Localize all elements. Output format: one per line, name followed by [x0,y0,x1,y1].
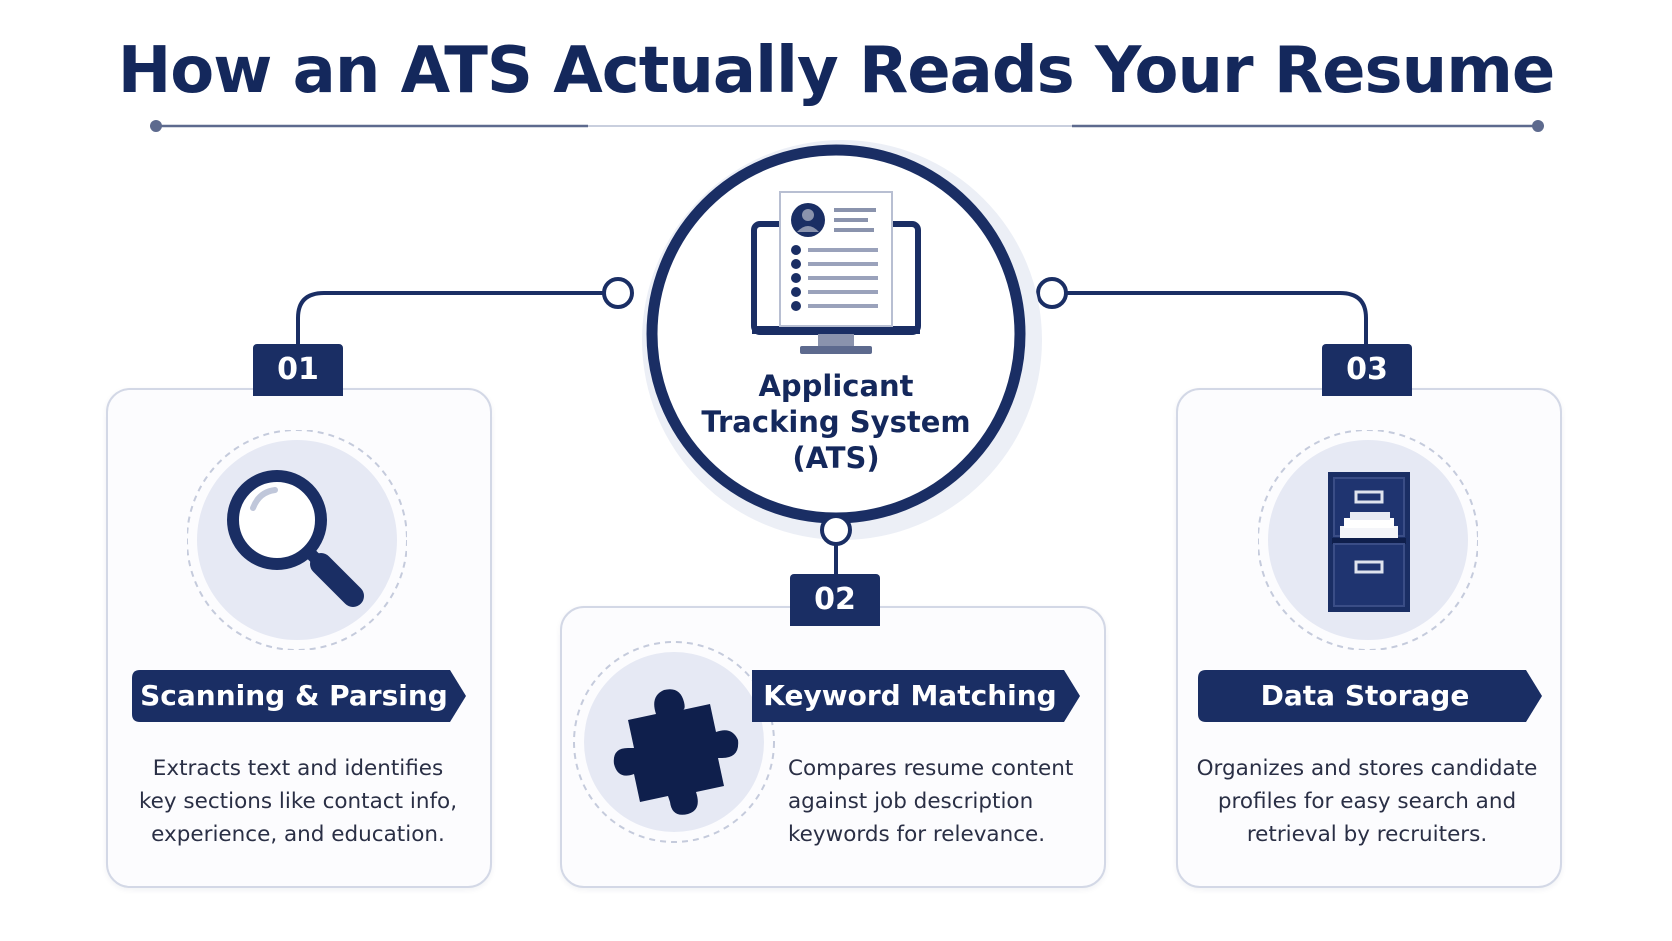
step-ribbon-3: Data Storage [1198,670,1542,722]
step-number-2: 02 [790,574,880,626]
step-description-2: Compares resume content against job desc… [788,756,1074,847]
magnifying-glass-icon [187,430,407,650]
puzzle-piece-icon [573,641,775,843]
step-number-3: 03 [1322,344,1412,396]
step-description-3: Organizes and stores candidate profiles … [1196,756,1538,847]
title-divider [150,120,1544,132]
step-heading-3: Data Storage [1260,679,1470,712]
step-description-1: Extracts text and identifies key section… [138,756,458,847]
connector-left [296,291,605,345]
step-heading-1: Scanning & Parsing [140,679,448,712]
connector-right [1066,291,1368,345]
step-ribbon-2: Keyword Matching [752,670,1080,722]
step-ribbon-1: Scanning & Parsing [132,670,466,722]
connector-node-right [1036,277,1068,309]
hub-label: Applicant Tracking System (ATS) [701,369,971,475]
step-heading-2: Keyword Matching [763,679,1057,712]
resume-monitor-icon [751,191,921,354]
file-cabinet-icon [1258,430,1478,650]
connector-node-left [602,277,634,309]
page-title: How an ATS Actually Reads Your Resume [117,34,1556,108]
step-number-1: 01 [253,344,343,396]
connector-node-bottom [820,514,852,546]
